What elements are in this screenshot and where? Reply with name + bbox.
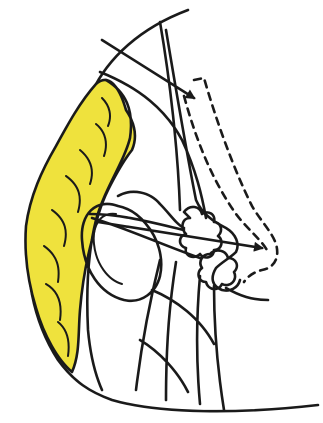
- breast-ptosis-diagram: [0, 0, 323, 423]
- diagram-canvas: [0, 0, 323, 423]
